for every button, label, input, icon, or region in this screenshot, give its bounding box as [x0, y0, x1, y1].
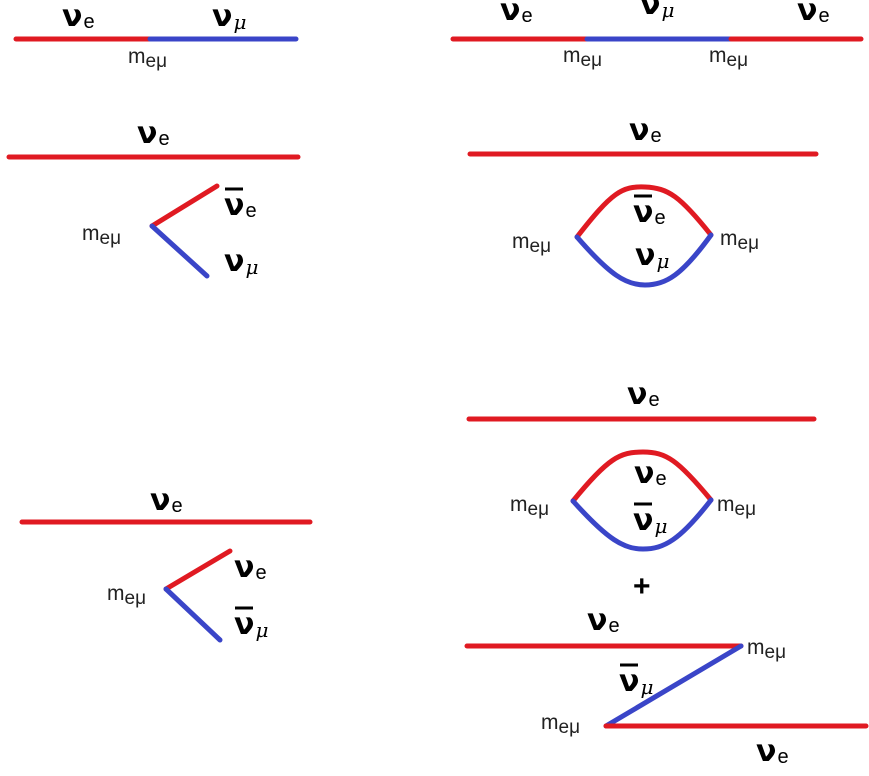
label-nu-e: νe	[137, 116, 170, 151]
diagram-vacuum-loop-anti-nu-e-nu-mu: νe meμ meμ νe νμ	[467, 113, 819, 288]
label-nu-mu: νμ	[224, 244, 258, 279]
label-mass-emu: meμ	[107, 582, 146, 609]
label-nu-e-right: νe	[797, 0, 830, 28]
line-nu-e-out	[163, 548, 233, 592]
diagram-oscillation-single: νe νμ meμ	[13, 0, 299, 72]
label-nu-mu: νμ	[640, 0, 674, 22]
label-nu-mu: νμ	[212, 0, 246, 34]
label-nu-e: νe	[62, 0, 95, 34]
label-mass-emu: meμ	[128, 45, 167, 72]
label-mass-emu-top: meμ	[747, 636, 786, 663]
diagram-vacuum-loop-nu-e-anti-nu-mu: νe meμ meμ νe νμ	[466, 377, 817, 552]
label-anti-nu-e: νe	[224, 188, 257, 223]
label-nu-e-out: νe	[234, 550, 267, 585]
label-nu-e: νe	[634, 456, 667, 491]
loop-upper-anti-nu-e	[574, 184, 714, 240]
line-anti-nu-mu	[163, 586, 223, 643]
label-anti-nu-e: νe	[633, 195, 666, 230]
label-mass-emu: meμ	[82, 222, 121, 249]
line-anti-nu-e	[149, 183, 220, 229]
label-anti-nu-mu: νμ	[619, 664, 653, 699]
label-mass-emu-left: meμ	[510, 493, 549, 520]
label-mass-emu-left: meμ	[563, 44, 602, 71]
label-mass-emu-bottom: meμ	[541, 711, 580, 738]
label-mass-emu-right: meμ	[720, 227, 759, 254]
label-anti-nu-mu: νμ	[234, 607, 268, 642]
label-mass-emu-left: meμ	[512, 230, 551, 257]
label-nu-e: νe	[150, 483, 183, 518]
loop-lower-nu-mu	[574, 232, 714, 288]
line-anti-nu-mu-diagonal	[603, 643, 744, 729]
label-nu-mu: νμ	[635, 238, 669, 273]
diagram-crossed-z: νe meμ meμ νμ νe	[464, 603, 869, 769]
label-nu-e-left: νe	[500, 0, 533, 28]
loop-lower-anti-nu-mu	[570, 497, 714, 552]
loop-upper-nu-e	[570, 449, 714, 504]
label-nu-e: νe	[627, 377, 660, 412]
diagram-vacuum-pair-nu-e-anti-nu-mu: νe meμ νe νμ	[19, 483, 313, 643]
label-nu-e-top: νe	[587, 603, 620, 638]
label-mass-emu-right: meμ	[709, 44, 748, 71]
label-nu-e: νe	[629, 113, 662, 148]
label-anti-nu-mu: νμ	[633, 503, 667, 538]
diagram-vacuum-pair-anti-nu-e-nu-mu: νe meμ νe νμ	[6, 116, 301, 279]
diagram-oscillation-double: νe νμ νe meμ meμ	[450, 0, 864, 71]
label-mass-emu-right: meμ	[717, 493, 756, 520]
line-nu-mu	[149, 223, 210, 279]
plus-sign: +	[633, 570, 651, 603]
label-nu-e-bottom: νe	[756, 734, 789, 769]
